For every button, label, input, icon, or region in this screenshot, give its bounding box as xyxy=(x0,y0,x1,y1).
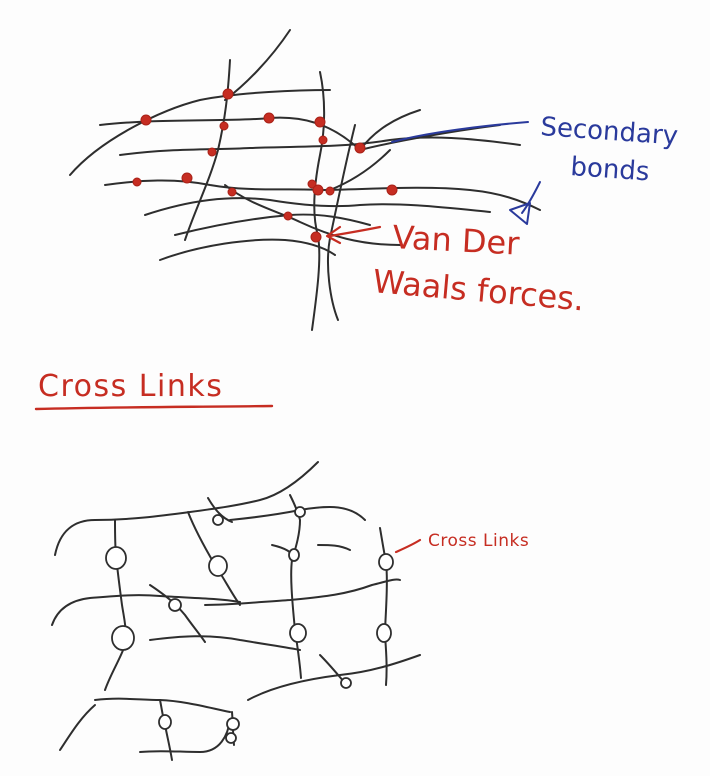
cross-links-label: Cross Links xyxy=(428,531,529,551)
chain-line xyxy=(100,118,500,150)
chain-line xyxy=(318,545,350,550)
cross-link-node xyxy=(159,715,171,729)
vdw-dot xyxy=(326,187,334,195)
chain-line xyxy=(150,585,205,642)
chain-line xyxy=(330,150,390,190)
secondary-bonds-label-line2: bonds xyxy=(570,152,651,187)
cross-link-node xyxy=(209,556,227,576)
cross-link-node xyxy=(377,624,391,642)
vdw-label-line1: Van Der xyxy=(392,218,522,263)
chain-line xyxy=(70,90,330,175)
cross-link-node xyxy=(227,718,239,730)
cross-links-heading: Cross Links xyxy=(36,369,272,409)
chain-line xyxy=(52,595,240,625)
vdw-dot xyxy=(264,113,274,123)
page-heading: Cross Links xyxy=(38,369,223,404)
chain-line xyxy=(105,520,126,690)
vdw-dot xyxy=(133,178,141,186)
vdw-dot xyxy=(223,89,233,99)
cross-link-node xyxy=(341,678,351,688)
vdw-dot xyxy=(228,188,236,196)
chain-line xyxy=(160,240,335,260)
heading-underline xyxy=(36,406,272,409)
vdw-dot xyxy=(208,148,216,156)
chain-line xyxy=(248,655,420,700)
chain-line xyxy=(320,655,345,683)
cross-link-node xyxy=(213,515,223,525)
chain-line xyxy=(140,720,230,752)
cross-link-nodes xyxy=(106,507,393,743)
cross-link-node xyxy=(379,554,393,570)
vdw-label-line2: Waals forces. xyxy=(371,262,585,318)
cross-link-node xyxy=(290,624,306,642)
vdw-dot xyxy=(182,173,192,183)
vdw-dot xyxy=(313,185,323,195)
chain-line xyxy=(150,636,300,650)
cross-link-node xyxy=(169,599,181,611)
vdw-dot xyxy=(355,143,365,153)
secondary-bonds-label-line1: Secondary xyxy=(540,112,679,152)
chain-line xyxy=(175,215,370,235)
vdw-dot xyxy=(284,212,292,220)
chain-line xyxy=(380,528,387,685)
vdw-dot xyxy=(220,122,228,130)
cross-linked-network-diagram: Cross Links xyxy=(52,462,529,760)
cross-link-node xyxy=(295,507,305,517)
chain-line xyxy=(55,462,318,555)
cross-link-node xyxy=(226,733,236,743)
polymer-chains-diagram: Secondary bonds Van Der Waals forces. xyxy=(70,30,679,330)
cross-link-node xyxy=(112,626,134,650)
chain-line xyxy=(225,30,290,100)
cross-links-annotation: Cross Links xyxy=(396,531,529,552)
chain-line xyxy=(60,705,95,750)
vdw-dot xyxy=(315,117,325,127)
vdw-dot xyxy=(311,232,321,242)
vdw-dot xyxy=(141,115,151,125)
vdw-dots xyxy=(133,89,397,242)
vdw-annotation: Van Der Waals forces. xyxy=(327,218,586,318)
vdw-dot xyxy=(387,185,397,195)
chain-line xyxy=(312,72,324,330)
cross-links-pointer-line xyxy=(396,540,420,552)
chain-line xyxy=(328,125,355,320)
cross-link-node xyxy=(289,549,299,561)
vdw-dot xyxy=(319,136,327,144)
cross-link-node xyxy=(106,547,126,569)
